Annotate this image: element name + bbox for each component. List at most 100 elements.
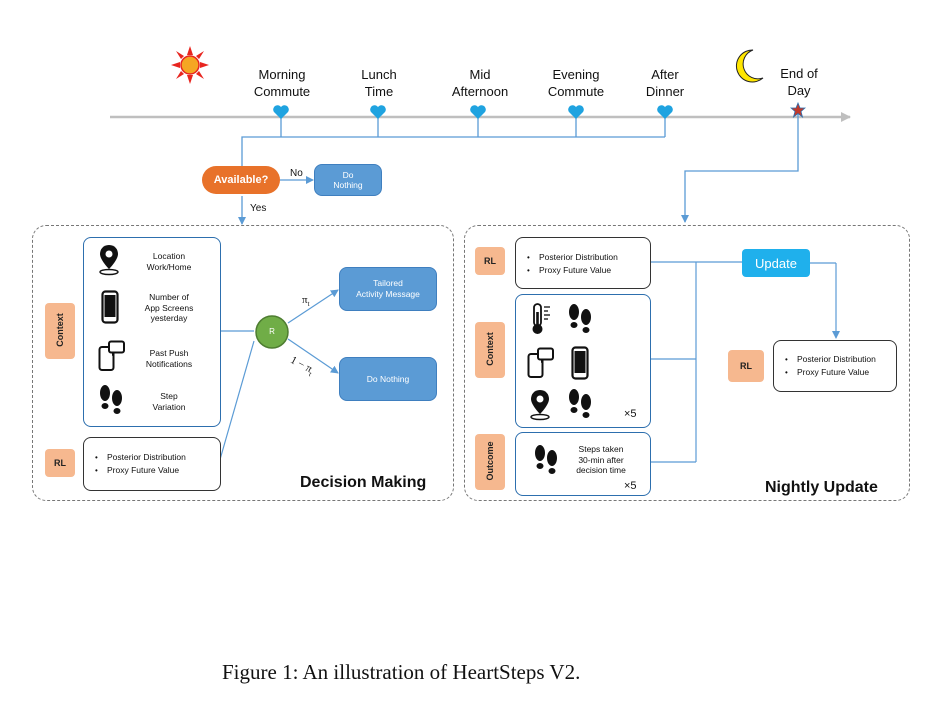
decision-rl-tag-label: RL	[54, 458, 66, 468]
pi-upper-label: πt	[302, 294, 310, 308]
context-text-line: Past Push	[149, 348, 189, 358]
timeline-label-line2: Afternoon	[451, 84, 509, 99]
timeline-label-line1: Mid	[469, 67, 491, 82]
randomization-node-label: R	[269, 327, 275, 336]
decision-context-tag-label: Context	[55, 313, 65, 347]
update-label: Update	[755, 255, 797, 271]
no-label: No	[290, 168, 303, 179]
timeline-label-line2: Commute	[253, 84, 311, 99]
context-location-text: Location Work/Home	[128, 251, 210, 272]
context-push-notifications-text: Past Push Notifications	[128, 348, 210, 369]
update-box: Update	[742, 249, 810, 277]
decision-point-connectors	[238, 112, 799, 225]
heart-marker-icon	[568, 105, 584, 119]
context-multiplier: ×5	[624, 408, 637, 420]
context-text-line: Step	[160, 391, 178, 401]
result-rl-tag	[728, 350, 764, 382]
outcome-multiplier: ×5	[624, 480, 637, 492]
heart-marker-icon	[273, 105, 289, 119]
phone-icon	[101, 290, 119, 324]
decision-rl-list: Posterior Distribution Proxy Future Valu…	[95, 451, 186, 477]
do-nothing-availability-box: Do Nothing	[314, 164, 382, 196]
timeline-label-line2: Day	[787, 83, 811, 98]
rl-item: Proxy Future Value	[785, 367, 869, 377]
sun-icon	[171, 46, 209, 84]
decision-do-nothing-box: Do Nothing	[339, 357, 437, 401]
heart-marker-icon	[370, 105, 386, 119]
nightly-context-tag	[475, 322, 505, 378]
outcome-text-line: Steps taken	[578, 444, 624, 454]
decision-making-panel	[32, 225, 454, 501]
pi-upper-symbol: π	[302, 294, 308, 306]
rl-item: Proxy Future Value	[527, 265, 611, 275]
star-marker-icon	[790, 102, 806, 118]
pi-upper-sub: t	[307, 300, 310, 309]
timeline-label-evening-commute: Evening Commute	[538, 66, 614, 100]
nightly-outcome-tag-label: Outcome	[485, 441, 495, 481]
decision-rl-box	[83, 437, 221, 491]
timeline-label-line1: Evening	[552, 67, 600, 82]
rl-item: Posterior Distribution	[785, 354, 876, 364]
location-pin-icon	[99, 245, 119, 276]
nightly-outcome-tag	[475, 434, 505, 490]
tailored-line2: Activity Message	[356, 289, 420, 299]
figure-caption: Figure 1: An illustration of HeartSteps …	[222, 660, 581, 684]
yes-label: Yes	[250, 203, 267, 214]
result-rl-list: Posterior Distribution Proxy Future Valu…	[785, 353, 876, 379]
context-text-line: Number of	[149, 292, 189, 302]
outcome-text: Steps taken 30-min after decision time	[566, 444, 636, 476]
rl-item: Proxy Future Value	[95, 465, 179, 475]
timeline-label-line1: Lunch	[361, 67, 397, 82]
moon-icon	[735, 49, 764, 83]
push-notification-icon	[527, 347, 554, 378]
nightly-rl-tag-label: RL	[484, 256, 496, 266]
push-notification-icon	[98, 340, 125, 371]
nightly-rl-list: Posterior Distribution Proxy Future Valu…	[527, 251, 618, 277]
decision-connectors	[218, 289, 339, 464]
phone-icon	[571, 346, 589, 380]
heart-marker-icon	[470, 105, 486, 119]
context-text-line: Work/Home	[146, 261, 192, 272]
rl-item: Posterior Distribution	[95, 452, 186, 462]
timeline-label-end-of-day: End of Day	[766, 65, 832, 99]
decision-context-tag	[45, 303, 75, 359]
timeline-label-line1: After	[651, 67, 679, 82]
timeline-label-line1: End of	[780, 66, 818, 81]
context-text-line: Notifications	[145, 358, 193, 369]
heart-marker-icon	[657, 105, 673, 119]
timeline-label-morning-commute: Morning Commute	[246, 66, 318, 100]
do-nothing-line1: Do	[342, 170, 354, 180]
outcome-text-line: 30-min after	[578, 454, 624, 465]
rl-item: Posterior Distribution	[527, 252, 618, 262]
thermometer-icon	[532, 303, 550, 334]
context-text-line: yesterday	[150, 313, 188, 323]
context-text-line: Variation	[152, 401, 186, 412]
footsteps-icon	[100, 385, 122, 414]
do-nothing-line2: Nothing	[333, 180, 363, 190]
timeline-label-after-dinner: After Dinner	[632, 66, 698, 100]
context-text-line: App Screens	[144, 302, 194, 313]
result-rl-box	[773, 340, 897, 392]
nightly-rl-tag	[475, 247, 505, 275]
decision-rl-tag	[45, 449, 75, 477]
timeline-label-mid-afternoon: Mid Afternoon	[440, 66, 520, 100]
timeline-label-line2: Dinner	[645, 84, 685, 99]
footsteps-icon	[569, 304, 591, 333]
tailored-line1: Tailored	[373, 278, 403, 288]
timeline-label-line2: Commute	[547, 84, 605, 99]
available-label: Available?	[213, 174, 269, 186]
result-rl-tag-label: RL	[740, 361, 752, 371]
location-pin-icon	[530, 390, 550, 421]
footsteps-icon	[569, 389, 591, 418]
decision-do-nothing-label: Do Nothing	[366, 374, 410, 384]
nightly-connectors	[649, 261, 840, 463]
context-step-variation-text: Step Variation	[128, 391, 210, 412]
decision-making-title: Decision Making	[300, 474, 427, 491]
tailored-activity-message-box: Tailored Activity Message	[339, 267, 437, 311]
context-text-line: Location	[152, 251, 186, 261]
timeline-label-line1: Morning	[258, 67, 306, 82]
nightly-update-title: Nightly Update	[765, 479, 878, 496]
nightly-update-panel	[464, 225, 910, 501]
footsteps-icon	[535, 445, 557, 474]
outcome-text-line: decision time	[576, 465, 626, 475]
